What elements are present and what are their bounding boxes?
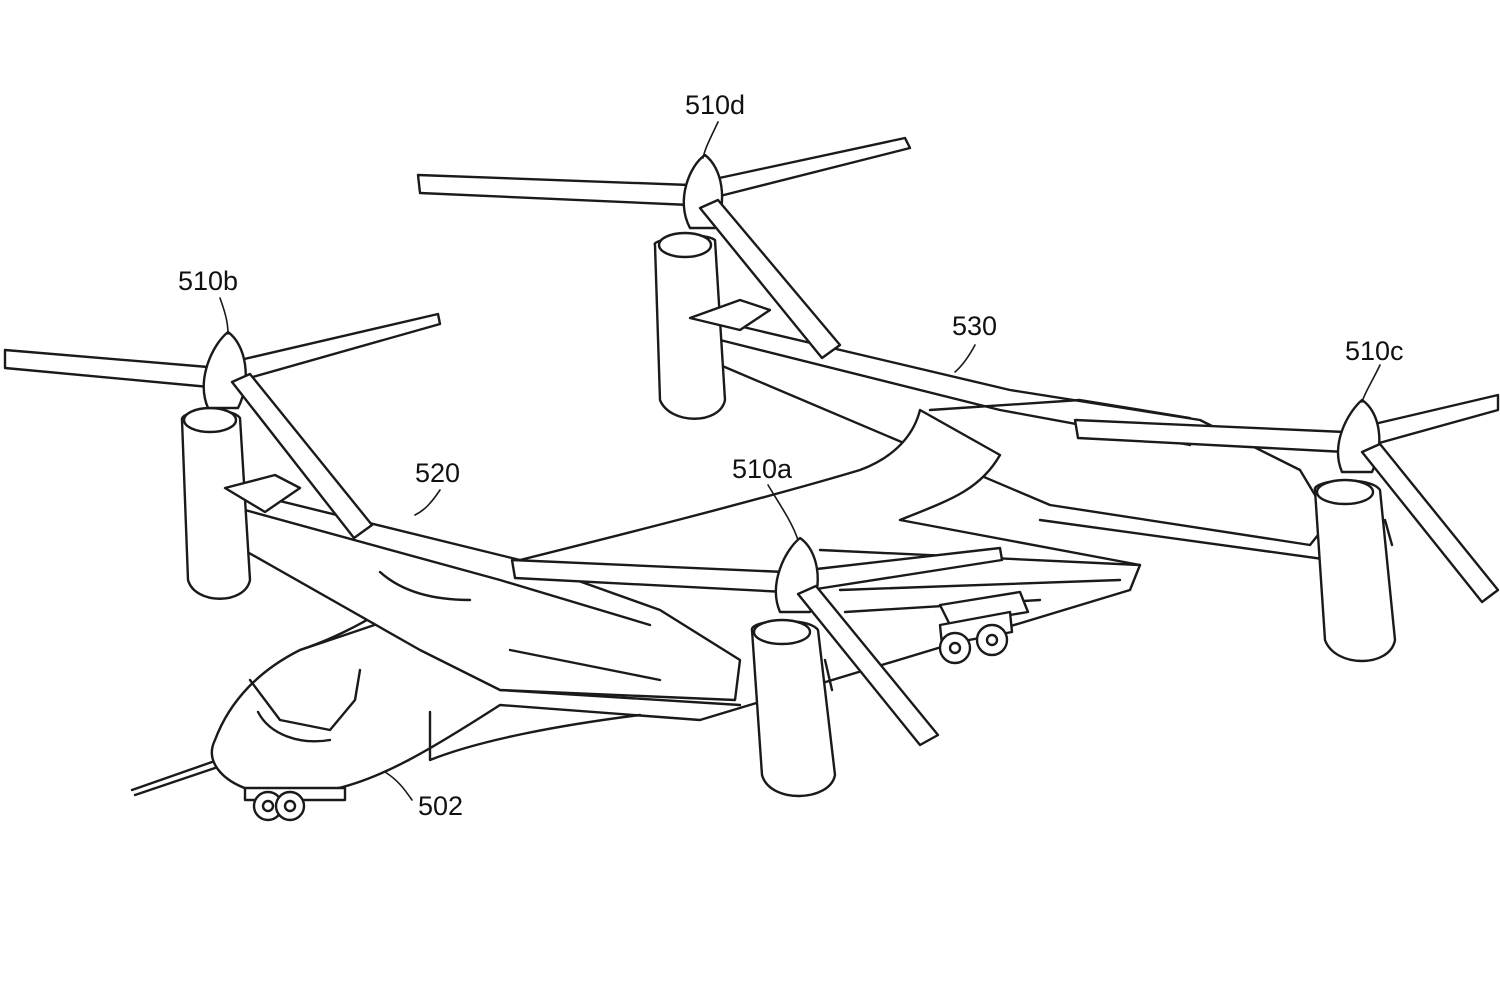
front-landing-gear: [243, 786, 347, 822]
label-510a: 510a: [732, 454, 793, 484]
label-510c: 510c: [1345, 336, 1404, 366]
rotor-510c: [1073, 393, 1500, 663]
label-510d: 510d: [685, 90, 745, 120]
label-520: 520: [415, 458, 460, 488]
rotor-510a: [510, 536, 1004, 798]
label-510b: 510b: [178, 266, 238, 296]
rear-wing: [703, 316, 1332, 562]
rotor-510b: [3, 312, 442, 600]
main-landing-gear: [938, 590, 1030, 665]
label-502: 502: [418, 791, 463, 821]
label-530: 530: [952, 311, 997, 341]
rotor-510d: [416, 136, 912, 420]
leader-lines: [219, 121, 1381, 801]
